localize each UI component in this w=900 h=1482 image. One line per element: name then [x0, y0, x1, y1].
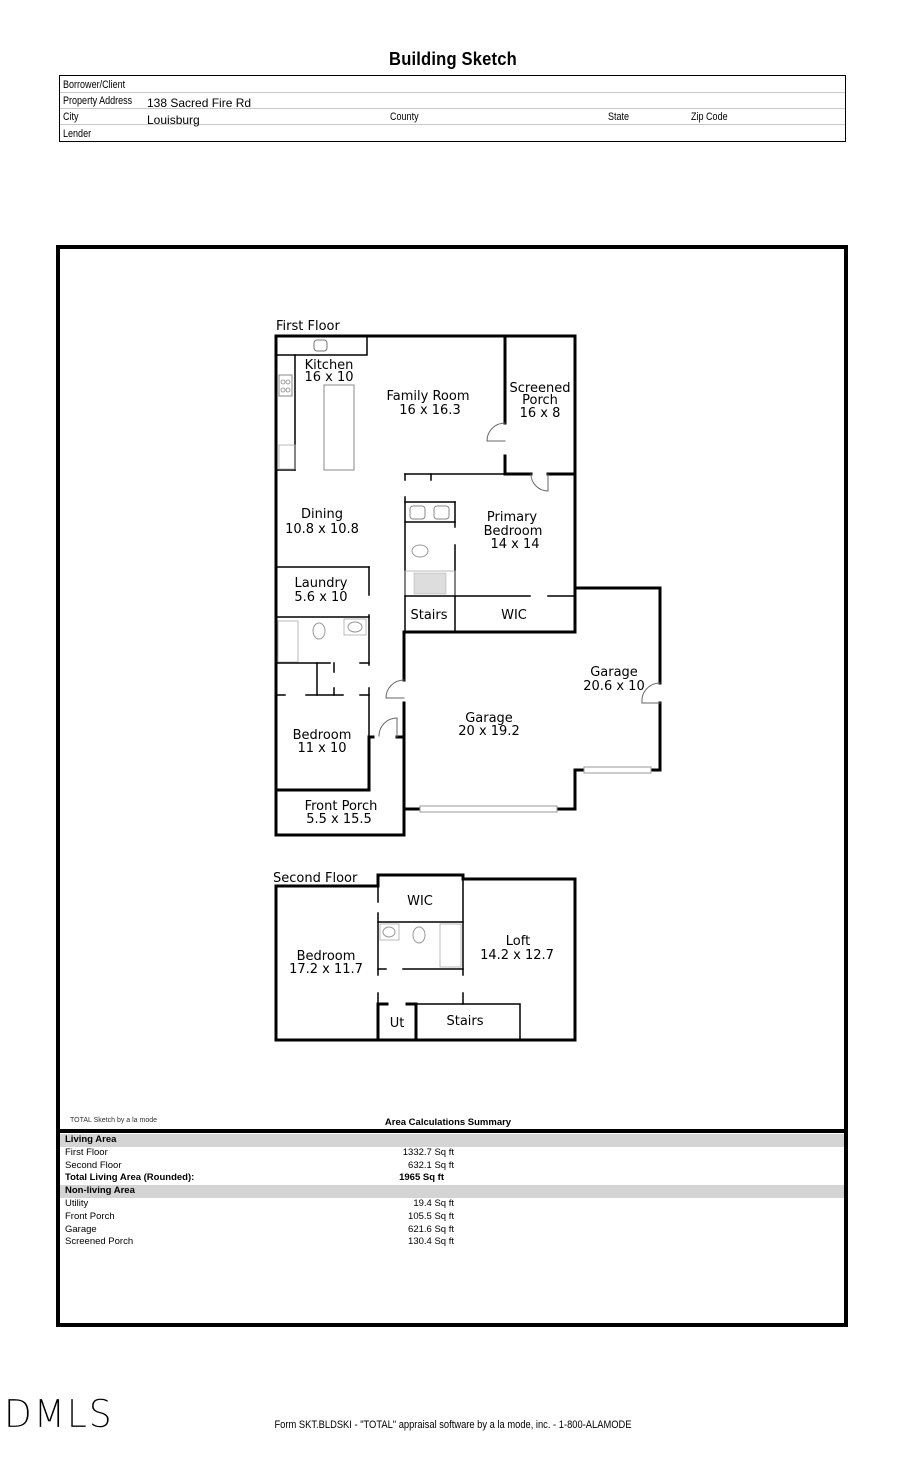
zip-label: Zip Code	[691, 111, 728, 123]
garage-small-dims: 20.6 x 10	[583, 679, 644, 694]
primary-bedroom-name-1: Primary	[487, 510, 538, 525]
garage-main-name: Garage	[465, 711, 513, 726]
garage-small-name: Garage	[590, 665, 638, 680]
summary-row: Screened Porch 130.4 Sq ft	[60, 1236, 844, 1249]
screened-porch-dims: 16 x 8	[520, 406, 561, 421]
page-title: Building Sketch	[389, 49, 517, 69]
bedroom-1-dims: 11 x 10	[297, 741, 346, 756]
borrower-row: Borrower/Client	[60, 76, 845, 93]
area-calculations-summary: Living Area First Floor 1332.7 Sq ft Sec…	[60, 1134, 844, 1249]
row-name: Garage	[65, 1223, 97, 1235]
wic-2-name: WIC	[407, 894, 433, 909]
address-label: Property Address	[63, 95, 133, 107]
row-name: Utility	[65, 1197, 89, 1209]
county-label: County	[390, 111, 419, 123]
screened-porch-name-1: Screened	[510, 381, 571, 396]
summary-row: Second Floor 632.1 Sq ft	[60, 1160, 844, 1173]
family-room-name: Family Room	[387, 389, 470, 404]
front-porch-name: Front Porch	[305, 799, 378, 814]
row-name: Screened Porch	[65, 1236, 134, 1248]
row-name: First Floor	[65, 1146, 108, 1158]
bedroom-2-name: Bedroom	[297, 949, 356, 964]
loft-name: Loft	[506, 934, 530, 949]
summary-row: Utility 19.4 Sq ft	[60, 1198, 844, 1211]
bedroom-2-dims: 17.2 x 11.7	[289, 962, 363, 977]
total-label: Total Living Area (Rounded):	[65, 1172, 195, 1184]
stairs-1-name: Stairs	[410, 608, 447, 623]
summary-row: Front Porch 105.5 Sq ft	[60, 1211, 844, 1224]
kitchen-dims: 16 x 10	[304, 370, 353, 385]
row-area: 19.4 Sq ft	[413, 1197, 454, 1209]
total-value: 1965 Sq ft	[399, 1172, 444, 1184]
summary-divider	[56, 1129, 848, 1133]
city-value: Louisburg	[147, 113, 200, 127]
sketch-frame	[56, 245, 848, 1327]
city-row: City Louisburg County State Zip Code	[60, 108, 845, 127]
kitchen-name: Kitchen	[305, 358, 354, 373]
total-living-row: Total Living Area (Rounded): 1965 Sq ft	[60, 1172, 844, 1185]
state-label: State	[608, 111, 630, 123]
row-area: 130.4 Sq ft	[408, 1236, 454, 1248]
form-footer: Form SKT.BLDSKI - "TOTAL" appraisal soft…	[274, 1419, 632, 1431]
front-porch-dims: 5.5 x 15.5	[306, 812, 372, 827]
address-row: Property Address 138 Sacred Fire Rd	[60, 92, 845, 110]
family-room-dims: 16 x 16.3	[399, 403, 460, 418]
living-area-header: Living Area	[60, 1134, 844, 1147]
dmls-watermark-logo: DMLS	[4, 1392, 114, 1436]
summary-row: First Floor 1332.7 Sq ft	[60, 1147, 844, 1160]
second-floor-label: Second Floor	[273, 871, 358, 886]
row-area: 1332.7 Sq ft	[402, 1146, 454, 1158]
screened-porch-name-2: Porch	[522, 393, 558, 408]
area-summary-title: Area Calculations Summary	[384, 1117, 512, 1128]
laundry-name: Laundry	[295, 576, 348, 591]
row-area: 105.5 Sq ft	[408, 1210, 454, 1222]
nonliving-area-header: Non-living Area	[60, 1185, 844, 1198]
dining-name: Dining	[301, 507, 343, 522]
garage-main-dims: 20 x 19.2	[458, 724, 519, 739]
lender-label: Lender	[63, 128, 92, 140]
city-label: City	[63, 111, 79, 123]
bedroom-1-name: Bedroom	[293, 728, 352, 743]
property-info-table: Borrower/Client Property Address 138 Sac…	[59, 75, 846, 142]
borrower-label: Borrower/Client	[63, 79, 126, 91]
wic-1-name: WIC	[501, 608, 527, 623]
row-area: 621.6 Sq ft	[408, 1223, 454, 1235]
row-area: 632.1 Sq ft	[408, 1159, 454, 1171]
dining-dims: 10.8 x 10.8	[285, 522, 359, 537]
summary-row: Garage 621.6 Sq ft	[60, 1224, 844, 1237]
row-name: Front Porch	[65, 1210, 115, 1222]
sketch-credit: TOTAL Sketch by a la mode	[70, 1117, 158, 1124]
laundry-dims: 5.6 x 10	[294, 590, 347, 605]
lender-row: Lender	[60, 125, 845, 141]
stairs-2-name: Stairs	[446, 1014, 483, 1029]
primary-bedroom-name-2: Bedroom	[484, 524, 543, 539]
row-name: Second Floor	[65, 1159, 122, 1171]
primary-bedroom-dims: 14 x 14	[490, 537, 539, 552]
loft-dims: 14.2 x 12.7	[480, 948, 554, 963]
first-floor-label: First Floor	[276, 319, 340, 334]
utility-name: Ut	[390, 1016, 405, 1031]
address-value: 138 Sacred Fire Rd	[147, 96, 252, 110]
